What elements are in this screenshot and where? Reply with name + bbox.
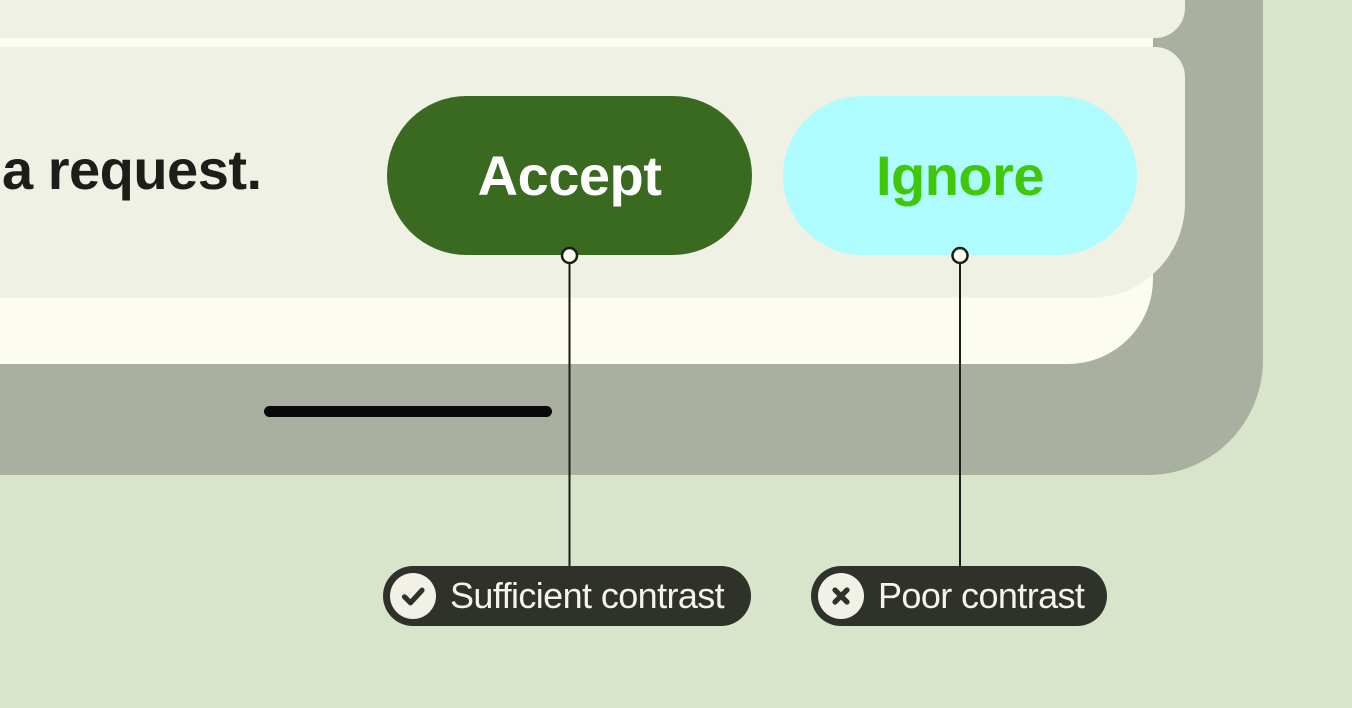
notification-message-text: a request. <box>2 138 262 201</box>
x-icon <box>818 573 864 619</box>
notification-card: a request. Accept Ignore <box>0 47 1185 298</box>
sufficient-contrast-callout: Sufficient contrast <box>383 566 751 626</box>
check-icon <box>390 573 436 619</box>
home-indicator-handle[interactable] <box>264 406 552 417</box>
poor-contrast-label: Poor contrast <box>878 575 1085 616</box>
accept-button[interactable]: Accept <box>387 96 752 255</box>
ignore-button[interactable]: Ignore <box>783 96 1137 255</box>
notification-card-top <box>0 0 1185 38</box>
sufficient-contrast-label: Sufficient contrast <box>450 575 725 616</box>
poor-contrast-callout: Poor contrast <box>811 566 1107 626</box>
